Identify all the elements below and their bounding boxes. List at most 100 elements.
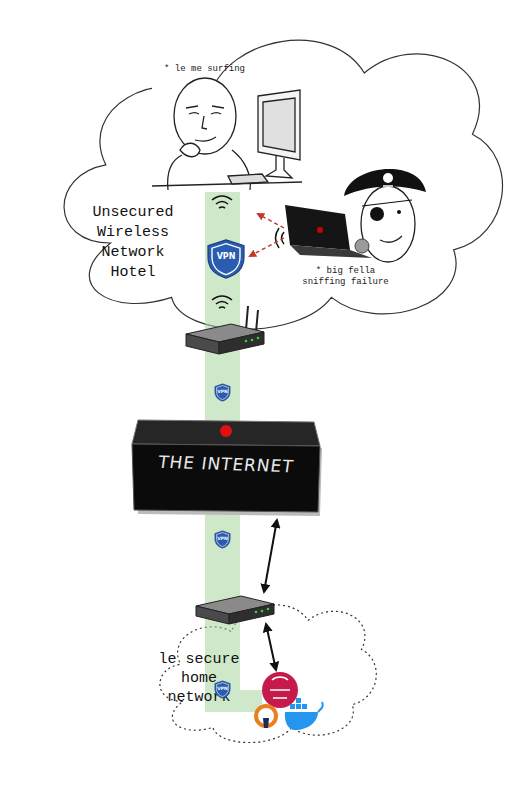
router-part: [246, 306, 258, 332]
server-icons-part: [285, 712, 318, 730]
surfer-figure-part: [152, 80, 302, 192]
surfer-figure-part: [168, 155, 182, 190]
box-title: THE INTERNET: [133, 451, 319, 477]
caption-note: * big fella sniffing failure: [298, 266, 393, 288]
server-icons-part: [296, 704, 301, 709]
server-icons-part: [263, 718, 269, 728]
router-part: [186, 334, 219, 354]
caption-note: * le me surfing: [164, 64, 284, 75]
wifi-signal-part: [212, 196, 232, 200]
power-light: [220, 425, 232, 437]
box-shadow: [138, 446, 322, 516]
shield-shape: [214, 530, 231, 549]
pirate-sniffer-part: [361, 186, 415, 262]
surfer-figure-part: [258, 90, 300, 160]
cloud-outline: [64, 40, 502, 329]
vpn-tag: VPN: [214, 680, 231, 697]
router-part: [251, 339, 254, 342]
surfer-figure-part: [180, 143, 200, 157]
shield-outline: [212, 244, 240, 275]
wifi-signal-part: [219, 207, 225, 208]
router-part: [229, 604, 274, 624]
server-icons-part: [302, 704, 307, 709]
shield-shape: [215, 384, 230, 401]
pirate-sniffer-part: [355, 239, 369, 253]
surfer-figure-part: [189, 113, 221, 115]
server-icons-part: [290, 704, 295, 709]
surfer-figure-part: [174, 78, 236, 154]
server-icons-part: [256, 706, 276, 726]
pirate-sniffer-part: [317, 227, 323, 233]
router-part: [267, 608, 270, 611]
shield-shape: [214, 680, 231, 699]
box-shape: [128, 416, 324, 518]
pirate-sniffer-part: [285, 205, 350, 250]
vpn-tunnel-band: [205, 192, 262, 712]
shield-outline: [217, 683, 229, 697]
cloud-shape: [40, 5, 510, 345]
vpn-shield: VPN: [214, 530, 231, 549]
server-icons: [256, 672, 323, 730]
vpn-tag: VPN: [206, 238, 246, 275]
surfer-figure-part: [186, 106, 224, 108]
surfer-figure-part: [152, 182, 302, 186]
server-icons-part: [262, 672, 298, 708]
cloud-outline: [160, 605, 376, 743]
link-arrow: [266, 624, 276, 670]
router-part: [186, 324, 264, 342]
vpn-shield: VPN: [206, 238, 246, 280]
vpn-tag: VPN: [214, 530, 231, 547]
server-icons-part: [270, 677, 290, 698]
sniff-arrow: [250, 214, 284, 256]
surfer-figure: [152, 78, 302, 192]
shield-outline: [217, 386, 229, 400]
wifi-signal-part: [219, 307, 225, 308]
sniff-arrow-part: [250, 238, 284, 256]
pirate-sniffer-part: [344, 169, 426, 196]
pirate-sniffer-part: [383, 173, 393, 183]
pirate-sniffer-part: [290, 245, 372, 258]
surfer-figure-part: [266, 156, 292, 178]
box-front: [132, 444, 320, 512]
router-part: [257, 337, 260, 340]
shield-shape: [215, 681, 230, 698]
surfer-figure-part: [202, 116, 207, 129]
pirate-sniffer-part: [383, 185, 393, 187]
shield-shape: [208, 240, 244, 278]
router: [186, 306, 264, 354]
shield-shape: [206, 238, 246, 280]
vpn-tag: VPN: [214, 383, 231, 400]
pirate-sniffer-part: [370, 207, 384, 221]
pirate-sniffer: [276, 169, 427, 262]
pirate-sniffer-part: [276, 228, 285, 248]
surfer-figure-part: [232, 150, 250, 190]
server-icons-part: [296, 698, 301, 703]
region-title: Unsecured Wireless Network Hotel: [78, 203, 188, 283]
cloud-shape: [148, 588, 380, 750]
cloud-region: le secure home networkVPN: [148, 588, 380, 750]
router-part: [245, 340, 248, 343]
surfer-figure-part: [195, 137, 216, 141]
cloud-region: Unsecured Wireless Network Hotel VPN: [40, 5, 510, 345]
surfer-figure-part: [228, 174, 268, 184]
shield-shape: [214, 383, 231, 402]
link-arrow: [264, 520, 277, 592]
pirate-sniffer-part: [380, 236, 402, 242]
vpn-shield: VPN: [214, 383, 231, 402]
router: [196, 596, 274, 624]
server-icons-part: [318, 702, 323, 712]
wifi-signal-part: [216, 202, 228, 205]
router-part: [255, 611, 258, 614]
vpn-shield: VPN: [214, 680, 231, 699]
router-part: [219, 332, 264, 354]
sniff-arrow-part: [258, 214, 284, 228]
box-top: [132, 420, 320, 446]
wifi-signal: [212, 196, 232, 308]
shield-outline: [217, 533, 229, 547]
router-part: [196, 596, 274, 614]
router-part: [261, 610, 264, 613]
